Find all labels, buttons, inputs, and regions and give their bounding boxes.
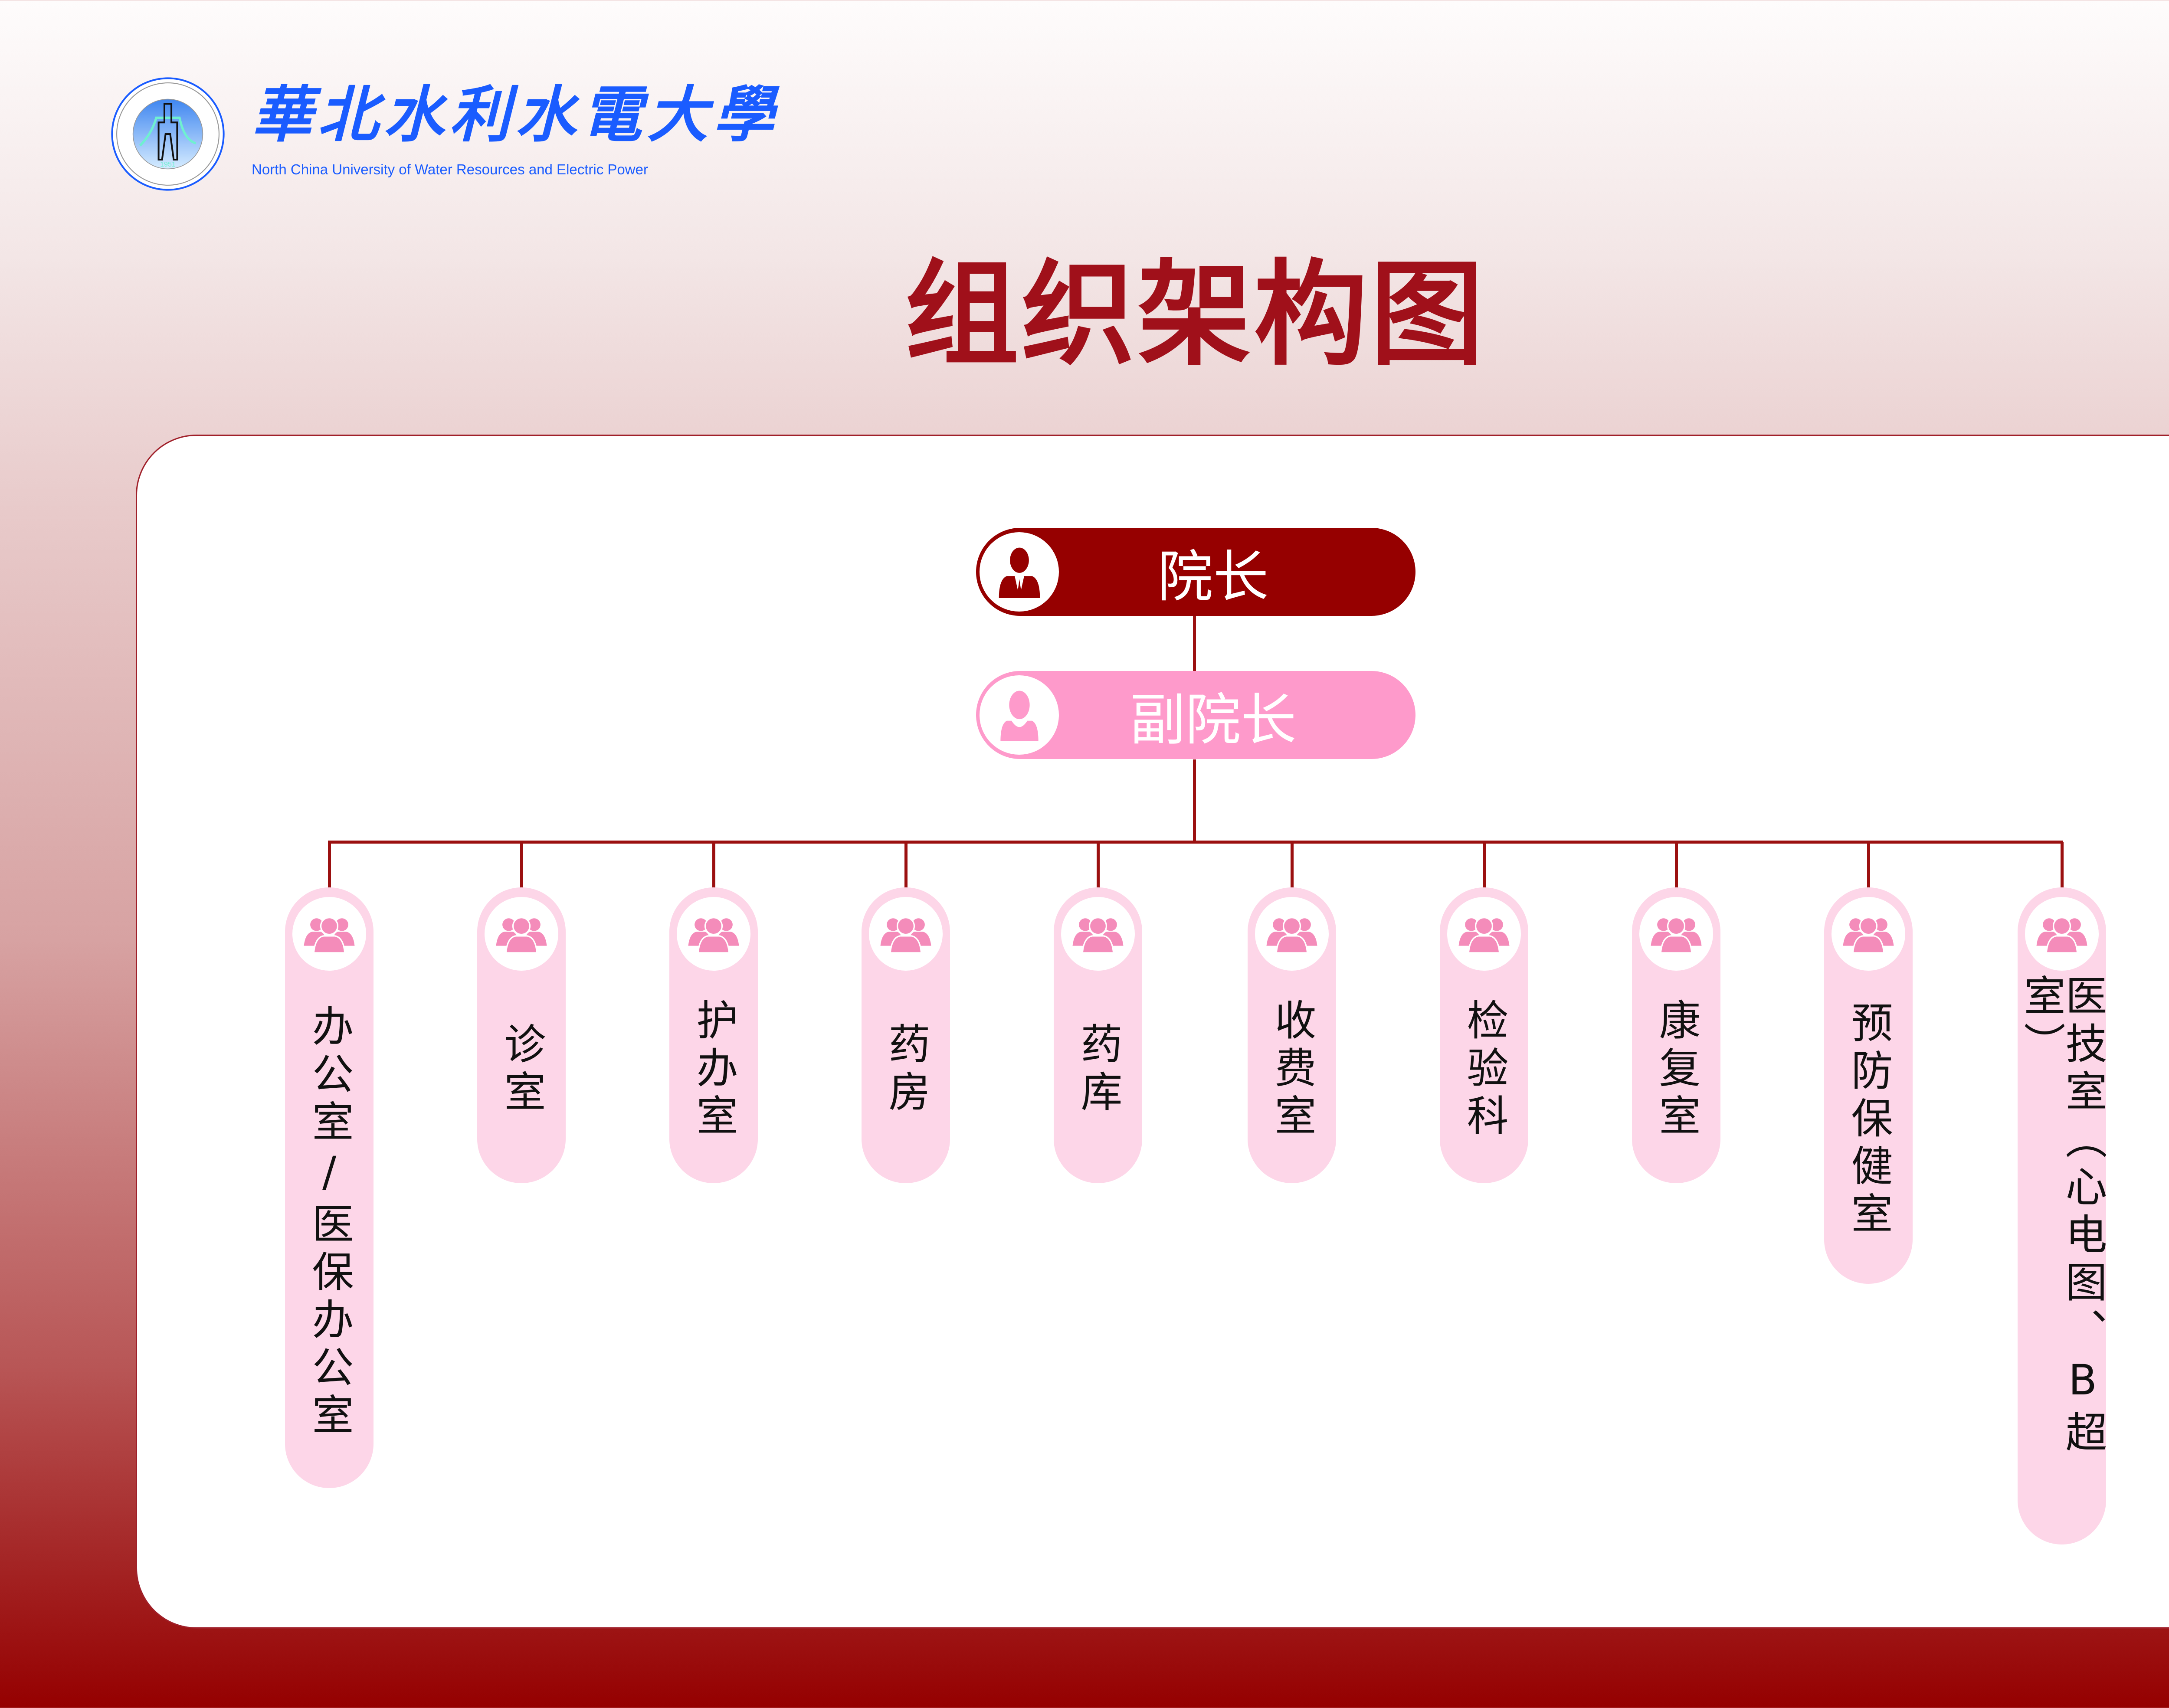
group-icon	[1061, 897, 1135, 971]
connector-drop	[1097, 842, 1100, 890]
dean-node[interactable]: 院长	[976, 528, 1415, 616]
university-emblem-logo: 1951	[111, 77, 225, 191]
department-label: 康复室	[1652, 998, 1700, 1142]
group-icon	[1447, 897, 1521, 971]
connector-drop	[328, 842, 331, 890]
department-label: 收费室	[1268, 998, 1316, 1142]
department-node[interactable]: 药房	[862, 887, 950, 1183]
connector-drop	[1867, 842, 1870, 890]
department-node[interactable]: 医技室（心电图、B超室）	[2017, 887, 2107, 1544]
group-icon	[677, 897, 750, 971]
department-label: 药房	[881, 1022, 930, 1118]
connector-drop	[1291, 842, 1294, 890]
connector-drop	[520, 842, 523, 890]
department-node[interactable]: 办公室/医保办公室	[285, 887, 374, 1488]
department-node[interactable]: 诊室	[477, 887, 566, 1183]
connector-dean-vice	[1193, 616, 1196, 671]
page-title: 组织架构图	[905, 247, 1487, 381]
department-label: 医技室（心电图、B超室）	[2017, 974, 2107, 1458]
department-node[interactable]: 预防保健室	[1824, 887, 1913, 1284]
department-label: 办公室/医保办公室	[305, 1004, 354, 1441]
group-icon	[2025, 897, 2099, 971]
group-icon	[485, 897, 558, 971]
connector-horizontal-bus	[328, 841, 2063, 844]
department-label: 药库	[1074, 1022, 1122, 1118]
vice-dean-node[interactable]: 副院长	[976, 671, 1415, 759]
dean-label: 院长	[1157, 545, 1269, 609]
group-icon	[869, 897, 943, 971]
connector-drop	[904, 842, 908, 890]
connector-drop	[1675, 842, 1678, 890]
group-icon	[1639, 897, 1713, 971]
connector-vice-bus	[1193, 759, 1196, 843]
department-node[interactable]: 药库	[1054, 887, 1142, 1183]
department-node[interactable]: 收费室	[1248, 887, 1336, 1183]
connector-drop	[1483, 842, 1486, 890]
businessman-icon	[980, 532, 1059, 612]
group-icon	[1255, 897, 1329, 971]
department-node[interactable]: 检验科	[1440, 887, 1528, 1183]
department-label: 护办室	[689, 998, 738, 1142]
vice-dean-label: 副院长	[1130, 688, 1297, 753]
connector-drop	[2061, 842, 2064, 890]
department-node[interactable]: 护办室	[669, 887, 758, 1183]
university-name-english: North China University of Water Resource…	[252, 161, 648, 177]
department-label: 预防保健室	[1844, 1001, 1893, 1240]
group-icon	[1832, 897, 1905, 971]
group-icon	[292, 897, 366, 971]
department-node[interactable]: 康复室	[1632, 887, 1720, 1183]
connector-drop	[712, 842, 715, 890]
department-label: 诊室	[497, 1022, 546, 1118]
svg-text:1951: 1951	[160, 160, 176, 168]
department-label: 检验科	[1460, 998, 1508, 1142]
university-name-chinese: 華北水利水電大學	[252, 79, 780, 151]
person-icon	[980, 675, 1059, 755]
